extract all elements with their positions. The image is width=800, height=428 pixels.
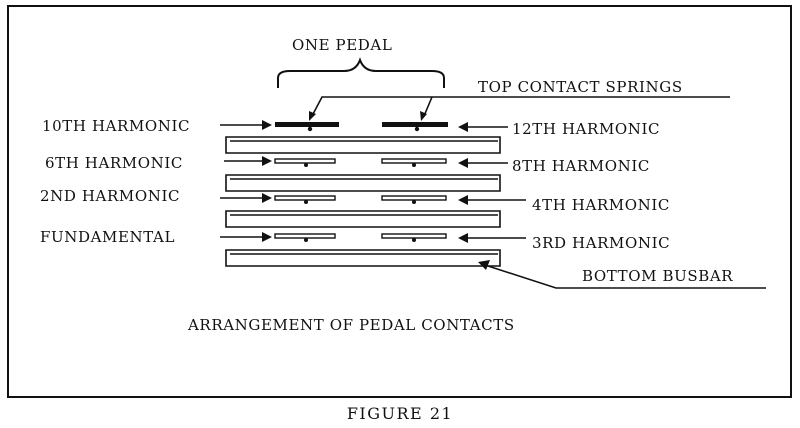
arrow-8th-harmonic-head bbox=[458, 158, 468, 168]
label-12th-harmonic: 12TH HARMONIC bbox=[512, 120, 660, 138]
arrow-6th-harmonic-head bbox=[262, 156, 272, 166]
busbar-3 bbox=[225, 210, 501, 228]
spring-row2-right bbox=[381, 158, 447, 164]
right-arrows bbox=[458, 122, 526, 243]
diagram-title: ARRANGEMENT OF PEDAL CONTACTS bbox=[187, 316, 515, 334]
one-pedal-label: ONE PEDAL bbox=[292, 36, 392, 54]
spring-row4-right bbox=[381, 233, 447, 239]
spring-row2-left bbox=[274, 158, 336, 164]
spring-row1-right bbox=[382, 122, 448, 127]
label-8th-harmonic: 8TH HARMONIC bbox=[512, 157, 650, 175]
top-contact-springs-label: TOP CONTACT SPRINGS bbox=[478, 78, 683, 96]
spring-row1-left-dot bbox=[307, 126, 313, 132]
arrow-3rd-harmonic-head bbox=[458, 233, 468, 243]
arrow-2nd-harmonic-head bbox=[262, 193, 272, 203]
top-springs-leader-right bbox=[423, 96, 433, 117]
busbar-stack bbox=[225, 136, 501, 267]
arrow-4th-harmonic-head bbox=[458, 195, 468, 205]
bottom-busbar-leader bbox=[487, 265, 766, 289]
label-4th-harmonic: 4TH HARMONIC bbox=[532, 196, 670, 214]
spring-row4-right-dot bbox=[412, 238, 416, 242]
spring-row4-left bbox=[274, 233, 336, 239]
spring-row1-right-dot bbox=[414, 126, 420, 132]
arrow-10th-harmonic-head bbox=[262, 120, 272, 130]
arrow-12th-harmonic-head bbox=[458, 122, 468, 132]
figure-caption: FIGURE 21 bbox=[346, 404, 454, 423]
spring-row2-right-dot bbox=[412, 163, 416, 167]
spring-row1-left bbox=[275, 122, 339, 127]
bottom-busbar-label: BOTTOM BUSBAR bbox=[582, 267, 733, 285]
spring-row3-left bbox=[274, 195, 336, 201]
contact-springs bbox=[274, 122, 448, 242]
arrow-fundamental-head bbox=[262, 232, 272, 242]
label-2nd-harmonic: 2ND HARMONIC bbox=[40, 187, 180, 205]
left-arrows bbox=[220, 120, 272, 242]
label-fundamental: FUNDAMENTAL bbox=[40, 228, 175, 246]
spring-row2-left-dot bbox=[304, 163, 308, 167]
label-6th-harmonic: 6TH HARMONIC bbox=[45, 154, 183, 172]
bottom-busbar-leader-arrowhead bbox=[478, 260, 490, 270]
top-springs-leader-left bbox=[311, 96, 420, 117]
busbar-2 bbox=[225, 174, 501, 192]
label-10th-harmonic: 10TH HARMONIC bbox=[42, 117, 190, 135]
spring-row4-left-dot bbox=[304, 238, 308, 242]
one-pedal-brace bbox=[277, 57, 445, 88]
top-springs-leader-right-arrowhead bbox=[420, 111, 427, 121]
busbar-bottom bbox=[225, 249, 501, 267]
spring-row3-right bbox=[381, 195, 447, 201]
busbar-1 bbox=[225, 136, 501, 154]
top-springs-leader-left-arrowhead bbox=[309, 111, 316, 121]
label-3rd-harmonic: 3RD HARMONIC bbox=[532, 234, 670, 252]
spring-row3-left-dot bbox=[304, 200, 308, 204]
spring-row3-right-dot bbox=[412, 200, 416, 204]
figure-frame bbox=[7, 5, 792, 398]
